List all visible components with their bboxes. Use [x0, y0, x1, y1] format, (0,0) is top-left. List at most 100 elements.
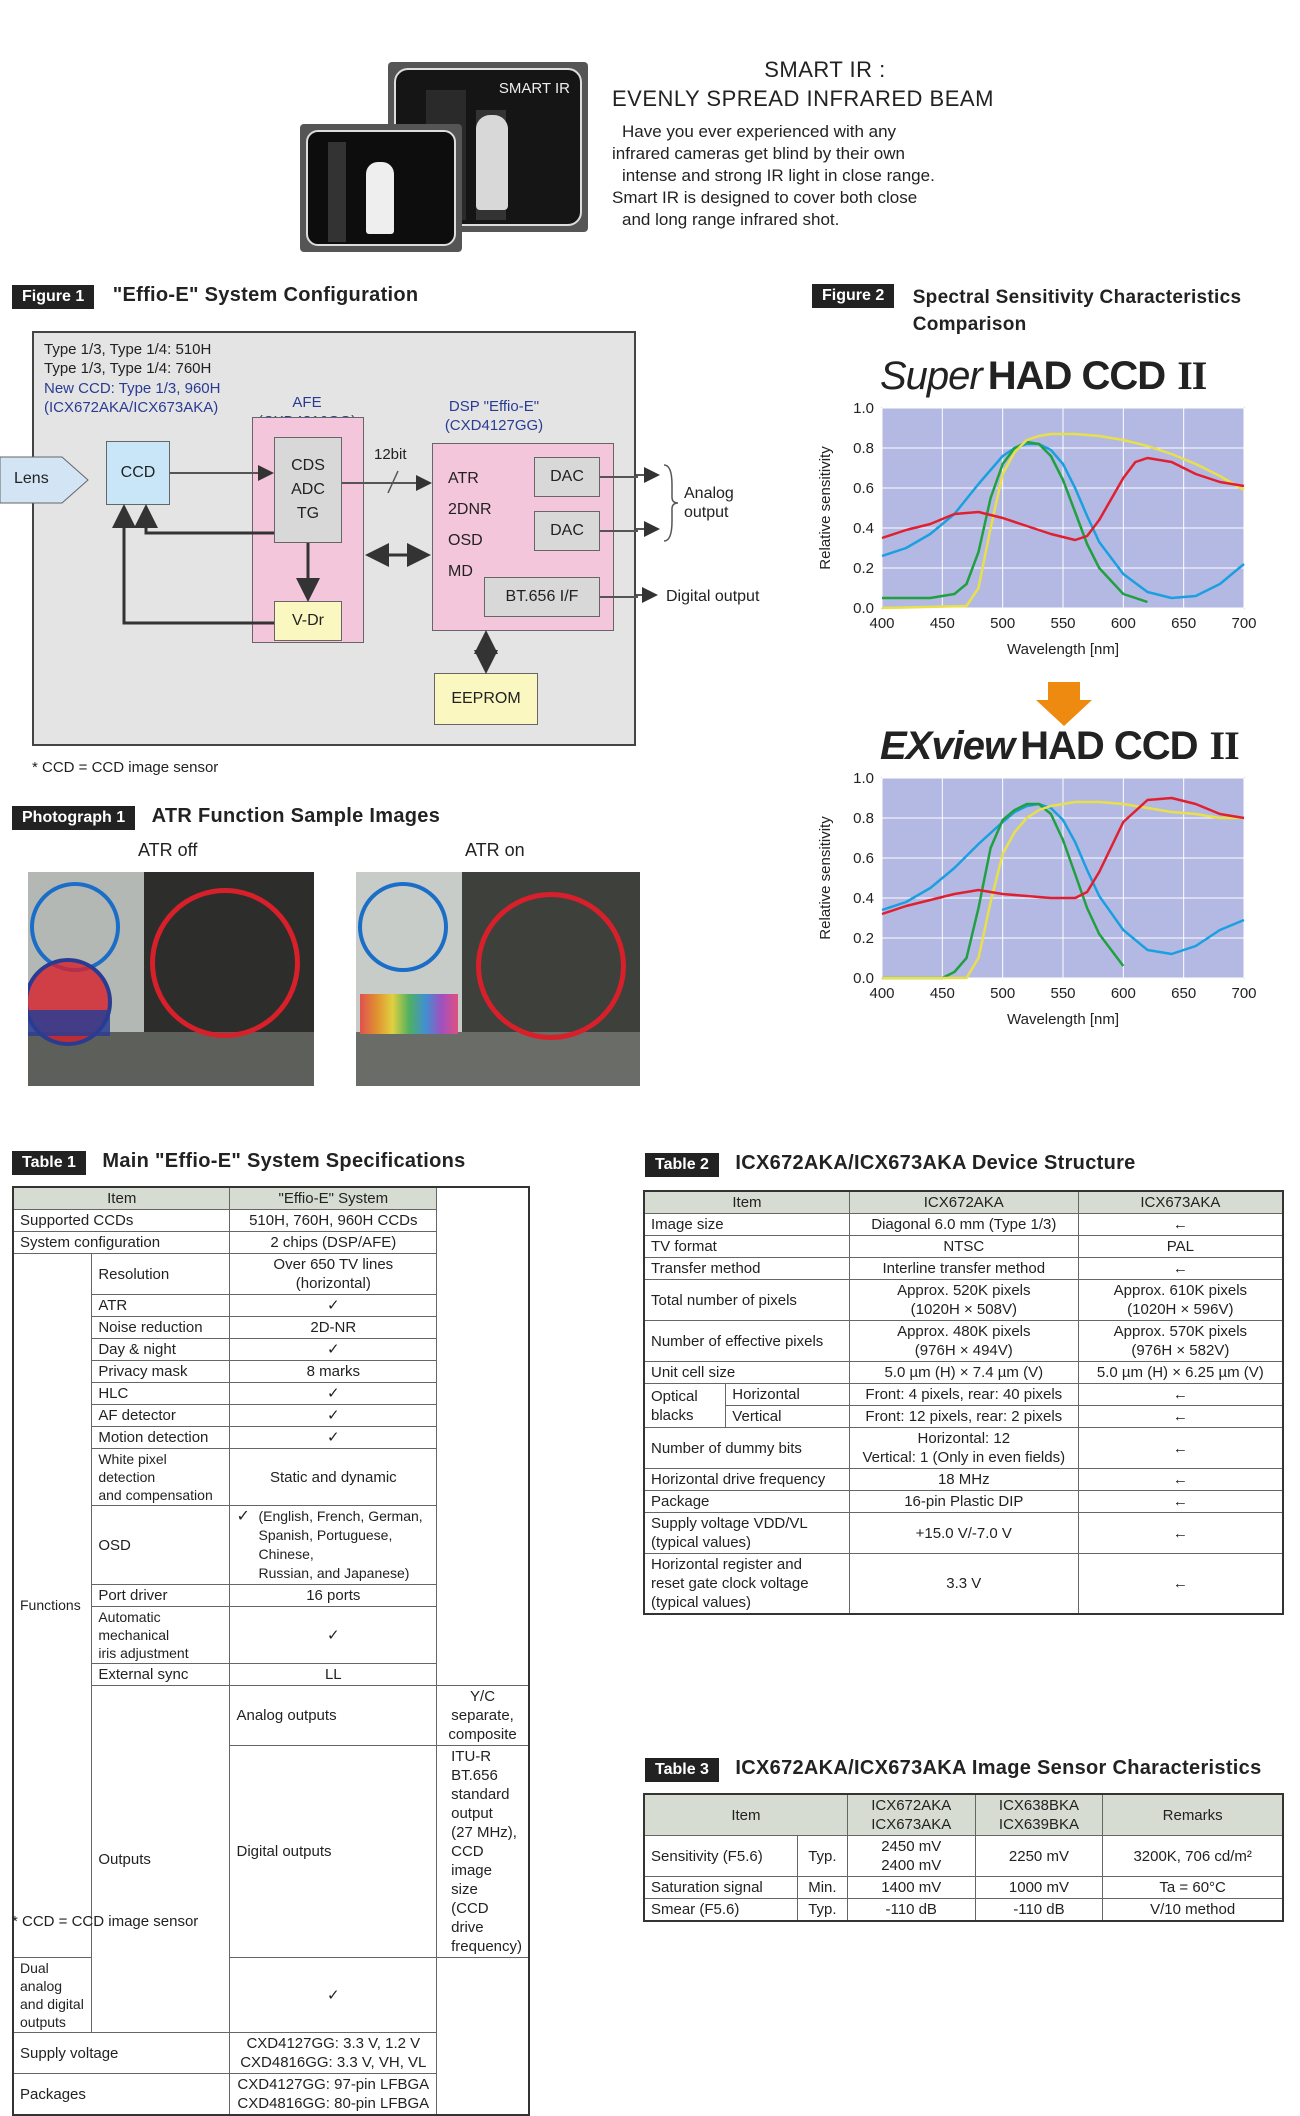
- x-tick-label: 600: [1111, 615, 1136, 632]
- x-tick-label: 650: [1171, 985, 1196, 1002]
- x-tick-label: 550: [1050, 615, 1075, 632]
- smart-ir-title: SMART IR :: [764, 57, 886, 82]
- table3-title: ICX672AKA/ICX673AKA Image Sensor Charact…: [735, 1757, 1262, 1779]
- figure1-tag: Figure 1: [12, 285, 95, 309]
- vdr-block: V-Dr: [274, 601, 342, 641]
- smart-ir-photo-label: SMART IR: [498, 80, 570, 97]
- table1-title: Main "Effio-E" System Specifications: [102, 1150, 466, 1172]
- table-row: Number of effective pixels Approx. 480K …: [643, 1320, 1284, 1362]
- y-tick-label: 0.0: [853, 970, 874, 987]
- y-tick-label: 1.0: [853, 770, 874, 787]
- table-header-row: Item "Effio-E" System: [12, 1186, 529, 1210]
- bit-label: 12bit: [374, 446, 407, 463]
- diagram-connectors: [112, 465, 638, 674]
- figure2-tag: Figure 2: [812, 284, 895, 308]
- dsp-label: DSP "Effio-E" (CXD4127GG): [444, 398, 544, 434]
- y-axis-label: Relative sensitivity: [817, 816, 834, 940]
- table-row: System configuration 2 chips (DSP/AFE): [12, 1231, 529, 1254]
- table2-title: ICX672AKA/ICX673AKA Device Structure: [735, 1152, 1136, 1174]
- output-arrows: [636, 464, 679, 603]
- x-tick-label: 600: [1111, 985, 1136, 1002]
- y-tick-label: 0.6: [853, 850, 874, 867]
- table-row: Supported CCDs 510H, 760H, 960H CCDs: [12, 1209, 529, 1232]
- blue-circle: [358, 882, 448, 972]
- table-header-row: Item ICX672AKA ICX673AKA: [643, 1190, 1284, 1214]
- x-tick-label: 700: [1231, 615, 1256, 632]
- eeprom-block: EEPROM: [434, 673, 538, 725]
- y-tick-label: 0.2: [853, 560, 874, 577]
- analog-output-label: Analog output: [684, 485, 734, 521]
- person-figure: [366, 162, 394, 234]
- photograph1-heading: Photograph 1 ATR Function Sample Images: [12, 805, 440, 830]
- ccd-block: CCD: [106, 441, 170, 505]
- x-tick-label: 550: [1050, 985, 1075, 1002]
- atr-off-image: [28, 872, 314, 1086]
- digital-output-label: Digital output: [666, 588, 760, 605]
- figure1-footnote: * CCD = CCD image sensor: [32, 759, 219, 776]
- x-tick-label: 400: [869, 985, 894, 1002]
- table1-heading: Table 1 Main "Effio-E" System Specificat…: [12, 1150, 466, 1175]
- tg-to-ccd-line: [134, 504, 274, 535]
- table-row: AF detector✓: [13, 1404, 529, 1427]
- series-line: [881, 456, 1245, 542]
- x-tick-label: 400: [869, 615, 894, 632]
- table-row: HLC✓: [13, 1382, 529, 1405]
- y-tick-label: 0.4: [853, 520, 874, 537]
- dac-block-2: DAC: [534, 511, 600, 551]
- watermark-logo: [28, 958, 112, 1046]
- table3-tag: Table 3: [645, 1758, 719, 1782]
- x-axis-label: Wavelength [nm]: [1007, 641, 1119, 658]
- dsp-function-list: ATR 2DNR OSD MD: [448, 470, 492, 580]
- vdr-to-ccd-line: [112, 504, 274, 625]
- x-tick-label: 650: [1171, 615, 1196, 632]
- outputs-group-cell: Outputs: [91, 1685, 231, 2033]
- table2-tag: Table 2: [645, 1153, 719, 1177]
- y-tick-label: 0.8: [853, 810, 874, 827]
- system-config-diagram: Type 1/3, Type 1/4: 510H Type 1/3, Type …: [32, 331, 638, 746]
- lens-arrow-shape: [0, 456, 89, 504]
- table-row: Smear (F5.6)Typ. -110 dB-110 dB V/10 met…: [643, 1898, 1284, 1922]
- lens-label: Lens: [14, 470, 49, 487]
- series-line: [882, 802, 1125, 980]
- red-circle: [476, 892, 626, 1040]
- series-line: [881, 442, 1245, 600]
- cds-adc-tg-block: CDS ADC TG: [274, 437, 342, 543]
- bus-slash: [387, 470, 399, 494]
- series-line: [881, 802, 1245, 956]
- x-tick-label: 500: [990, 615, 1015, 632]
- table1-tag: Table 1: [12, 1151, 86, 1175]
- y-tick-label: 0.0: [853, 600, 874, 617]
- person-figure: [476, 115, 508, 210]
- table1-footnote: * CCD = CCD image sensor: [12, 1913, 199, 1930]
- atr-on-image: [356, 872, 640, 1086]
- atr-off-caption: ATR off: [138, 840, 198, 860]
- new-ccd-label: New CCD: Type 1/3, 960H (ICX672AKA/ICX67…: [44, 380, 221, 416]
- table-row: Total number of pixels Approx. 520K pixe…: [643, 1279, 1284, 1321]
- series-line: [882, 440, 1148, 604]
- x-axis-label: Wavelength [nm]: [1007, 1011, 1119, 1028]
- photograph1-tag: Photograph 1: [12, 806, 136, 830]
- series-line: [881, 432, 1245, 610]
- functions-group-cell: Functions: [12, 1253, 93, 1958]
- series-line: [882, 800, 1244, 980]
- smart-ir-subtitle: EVENLY SPREAD INFRARED BEAM: [612, 86, 994, 111]
